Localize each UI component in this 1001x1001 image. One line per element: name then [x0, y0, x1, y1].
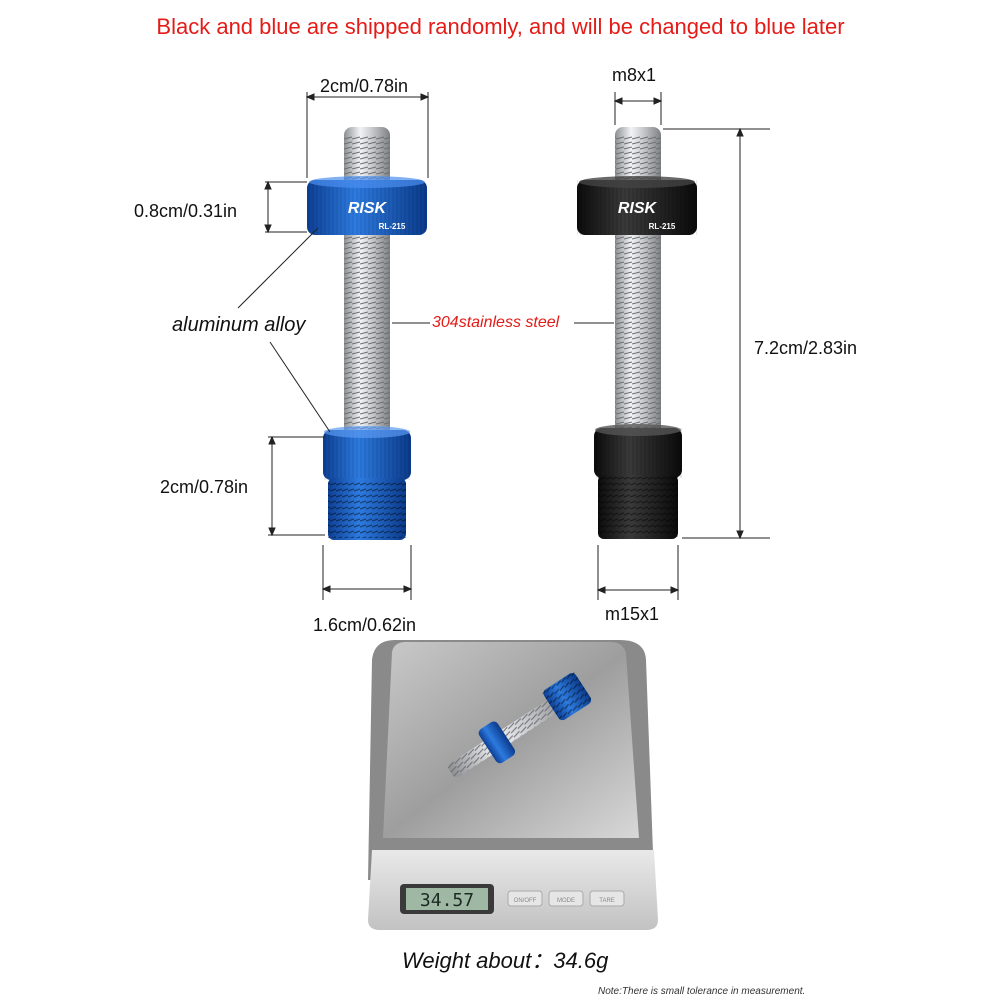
black-brand-logo: RISK: [618, 200, 658, 217]
kitchen-scale: [368, 640, 658, 930]
top-thread-label: m8x1: [612, 65, 657, 85]
scale-button-tare: TARE: [599, 898, 615, 904]
scale-button-mode: MODE: [557, 898, 575, 904]
weight-caption: Weight about：: [402, 948, 554, 973]
weight-value: 34.6g: [553, 948, 609, 973]
base-width-label: 1.6cm/0.62in: [313, 615, 417, 635]
top-width-label: 2cm/0.78in: [320, 76, 409, 96]
blue-brand-logo: RISK: [348, 200, 388, 217]
black-tool: [577, 127, 697, 539]
scale-display-reading: 34.57: [420, 890, 474, 911]
weight-label: Weight about：34.6g: [402, 943, 608, 975]
black-model-label: RL-215: [649, 222, 676, 231]
total-length-label: 7.2cm/2.83in: [754, 338, 858, 358]
dimension-lines: [237, 92, 770, 600]
base-height-label: 2cm/0.78in: [160, 477, 249, 497]
bottom-thread-label: m15x1: [605, 604, 660, 624]
blue-tool: [307, 127, 427, 540]
scale-button-onoff: ON/OFF: [514, 898, 537, 904]
aluminum-alloy-label: aluminum alloy: [172, 314, 306, 336]
color-notice-banner: Black and blue are shipped randomly, and…: [156, 14, 845, 39]
cap-height-label: 0.8cm/0.31in: [134, 201, 238, 221]
blue-model-label: RL-215: [379, 222, 406, 231]
tolerance-note: Note:There is small tolerance in measure…: [598, 986, 806, 997]
stainless-steel-label: 304stainless steel: [432, 314, 560, 331]
